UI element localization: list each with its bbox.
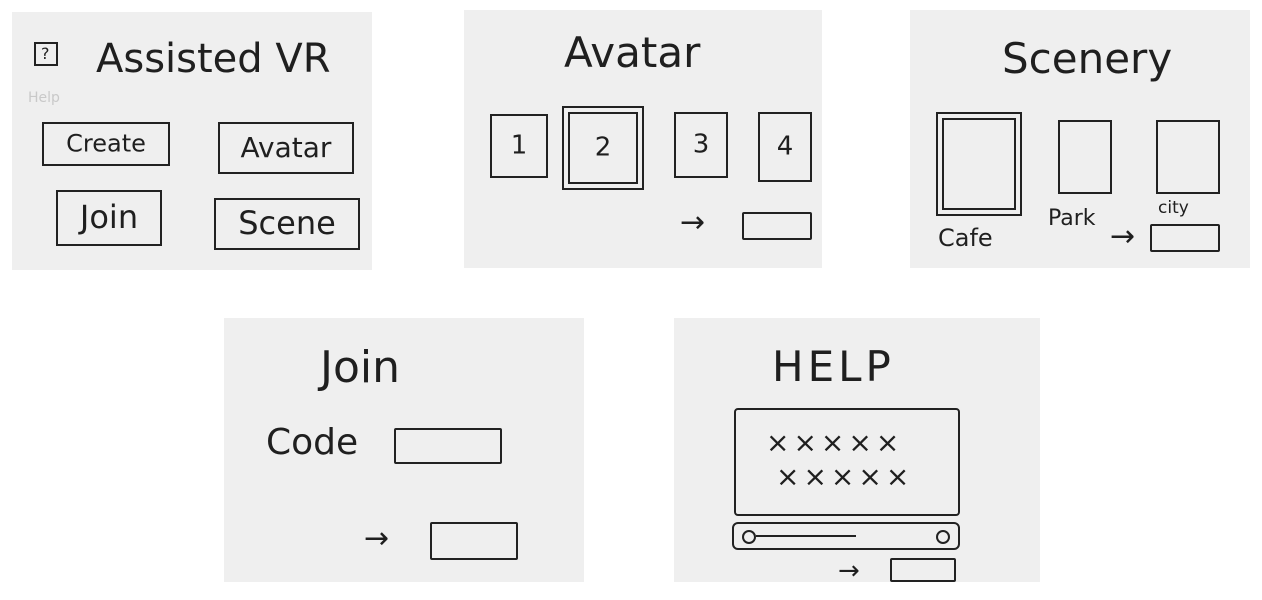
join-title: Join (320, 342, 401, 393)
scenery-option-cafe-selected[interactable] (936, 112, 1022, 216)
help-title: HELP (772, 342, 895, 391)
scenery-next-button[interactable] (1150, 224, 1220, 252)
scenery-label-park: Park (1048, 206, 1096, 231)
scenery-label-cafe: Cafe (938, 224, 993, 252)
app-title: Assisted VR (96, 36, 331, 82)
avatar-title: Avatar (564, 28, 701, 77)
avatar-option-3-label: 3 (692, 129, 710, 160)
avatar-option-2-label: 2 (594, 132, 612, 163)
avatar-option-2-selected[interactable]: 2 (562, 106, 644, 190)
scenery-title: Scenery (1002, 34, 1173, 83)
scenery-option-park[interactable] (1058, 120, 1112, 194)
help-next-button[interactable] (890, 558, 956, 582)
code-label: Code (266, 422, 359, 463)
scenery-next-arrow-icon: → (1110, 219, 1136, 254)
code-input[interactable] (394, 428, 502, 464)
join-button-label: Join (79, 198, 139, 237)
avatar-next-arrow-icon: → (680, 205, 706, 240)
help-screen-panel: HELP ××××× ××××× → (674, 318, 1040, 586)
join-next-button[interactable] (430, 522, 518, 560)
help-text-area: ××××× ××××× (734, 408, 960, 516)
avatar-option-3[interactable]: 3 (674, 112, 728, 178)
avatar-option-1-label: 1 (510, 130, 528, 161)
help-scrollbar-track[interactable] (732, 522, 960, 550)
help-scrollbar-line (756, 535, 856, 537)
create-button[interactable]: Create (42, 122, 170, 166)
help-scrollbar-start-handle[interactable] (742, 530, 756, 544)
avatar-option-1[interactable]: 1 (490, 114, 548, 178)
avatar-button-label: Avatar (240, 130, 332, 164)
scenery-label-city: city (1158, 198, 1189, 218)
help-label: Help (28, 90, 60, 106)
scenery-screen-panel: Scenery Cafe Park city → (910, 10, 1250, 268)
join-button[interactable]: Join (56, 190, 162, 246)
create-button-label: Create (66, 129, 146, 158)
home-screen-panel: ? Help Assisted VR Create Avatar Join Sc… (12, 12, 372, 270)
join-screen-panel: Join Code → (224, 318, 584, 582)
help-text-line-1: ××××× (766, 426, 904, 459)
help-scrollbar-end-handle[interactable] (936, 530, 950, 544)
help-icon-glyph: ? (41, 44, 50, 63)
scene-button[interactable]: Scene (214, 198, 360, 250)
join-next-arrow-icon: → (364, 521, 390, 556)
help-text-line-2: ××××× (776, 460, 914, 493)
avatar-screen-panel: Avatar 1 2 3 4 → (464, 10, 822, 268)
avatar-option-4-label: 4 (776, 131, 794, 162)
avatar-option-4[interactable]: 4 (758, 112, 812, 182)
scene-button-label: Scene (238, 204, 336, 243)
avatar-button[interactable]: Avatar (218, 122, 354, 174)
scenery-option-city[interactable] (1156, 120, 1220, 194)
help-icon[interactable]: ? (34, 42, 58, 66)
avatar-next-button[interactable] (742, 212, 812, 240)
help-next-arrow-icon: → (838, 556, 860, 586)
